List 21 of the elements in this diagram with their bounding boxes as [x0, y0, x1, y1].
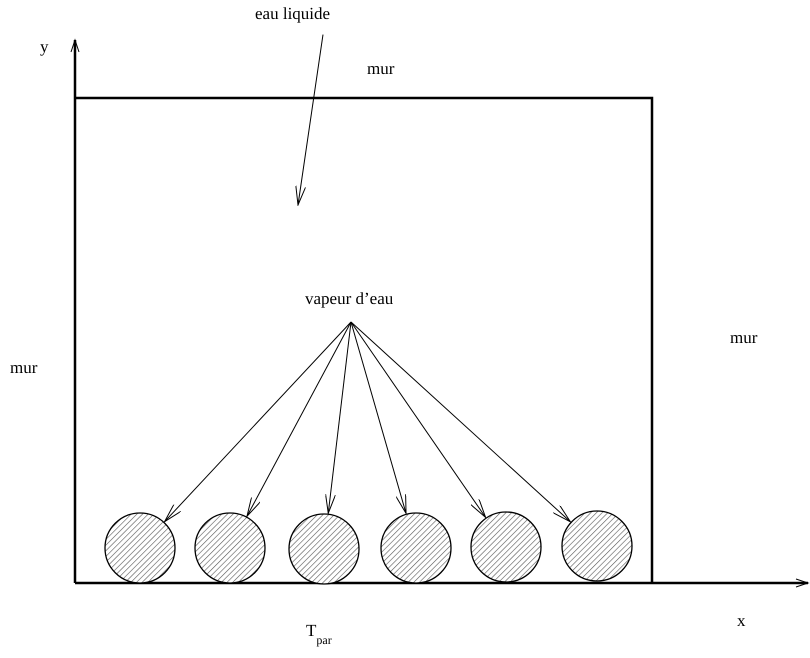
region-label: vapeur d’eau	[305, 290, 394, 307]
axis-label: x	[737, 612, 746, 629]
temperature-label: T$_{par}$	[306, 622, 332, 646]
arrow	[350, 322, 571, 522]
region-label: eau liquide	[255, 5, 330, 22]
arrow	[295, 34, 324, 206]
arrow	[164, 322, 352, 522]
bubble	[194, 512, 266, 584]
arrow	[350, 322, 486, 518]
arrow	[325, 322, 352, 514]
arrow	[246, 322, 352, 517]
wall-label: mur	[730, 329, 758, 346]
wall-label: mur	[367, 60, 394, 77]
bubble	[288, 513, 360, 585]
bubble	[380, 512, 452, 584]
bubble	[561, 510, 633, 582]
wall-label: mur	[10, 359, 38, 376]
arrow	[350, 322, 407, 514]
bubble	[104, 512, 176, 584]
bubble	[470, 511, 542, 583]
axis-label: y	[40, 38, 48, 55]
